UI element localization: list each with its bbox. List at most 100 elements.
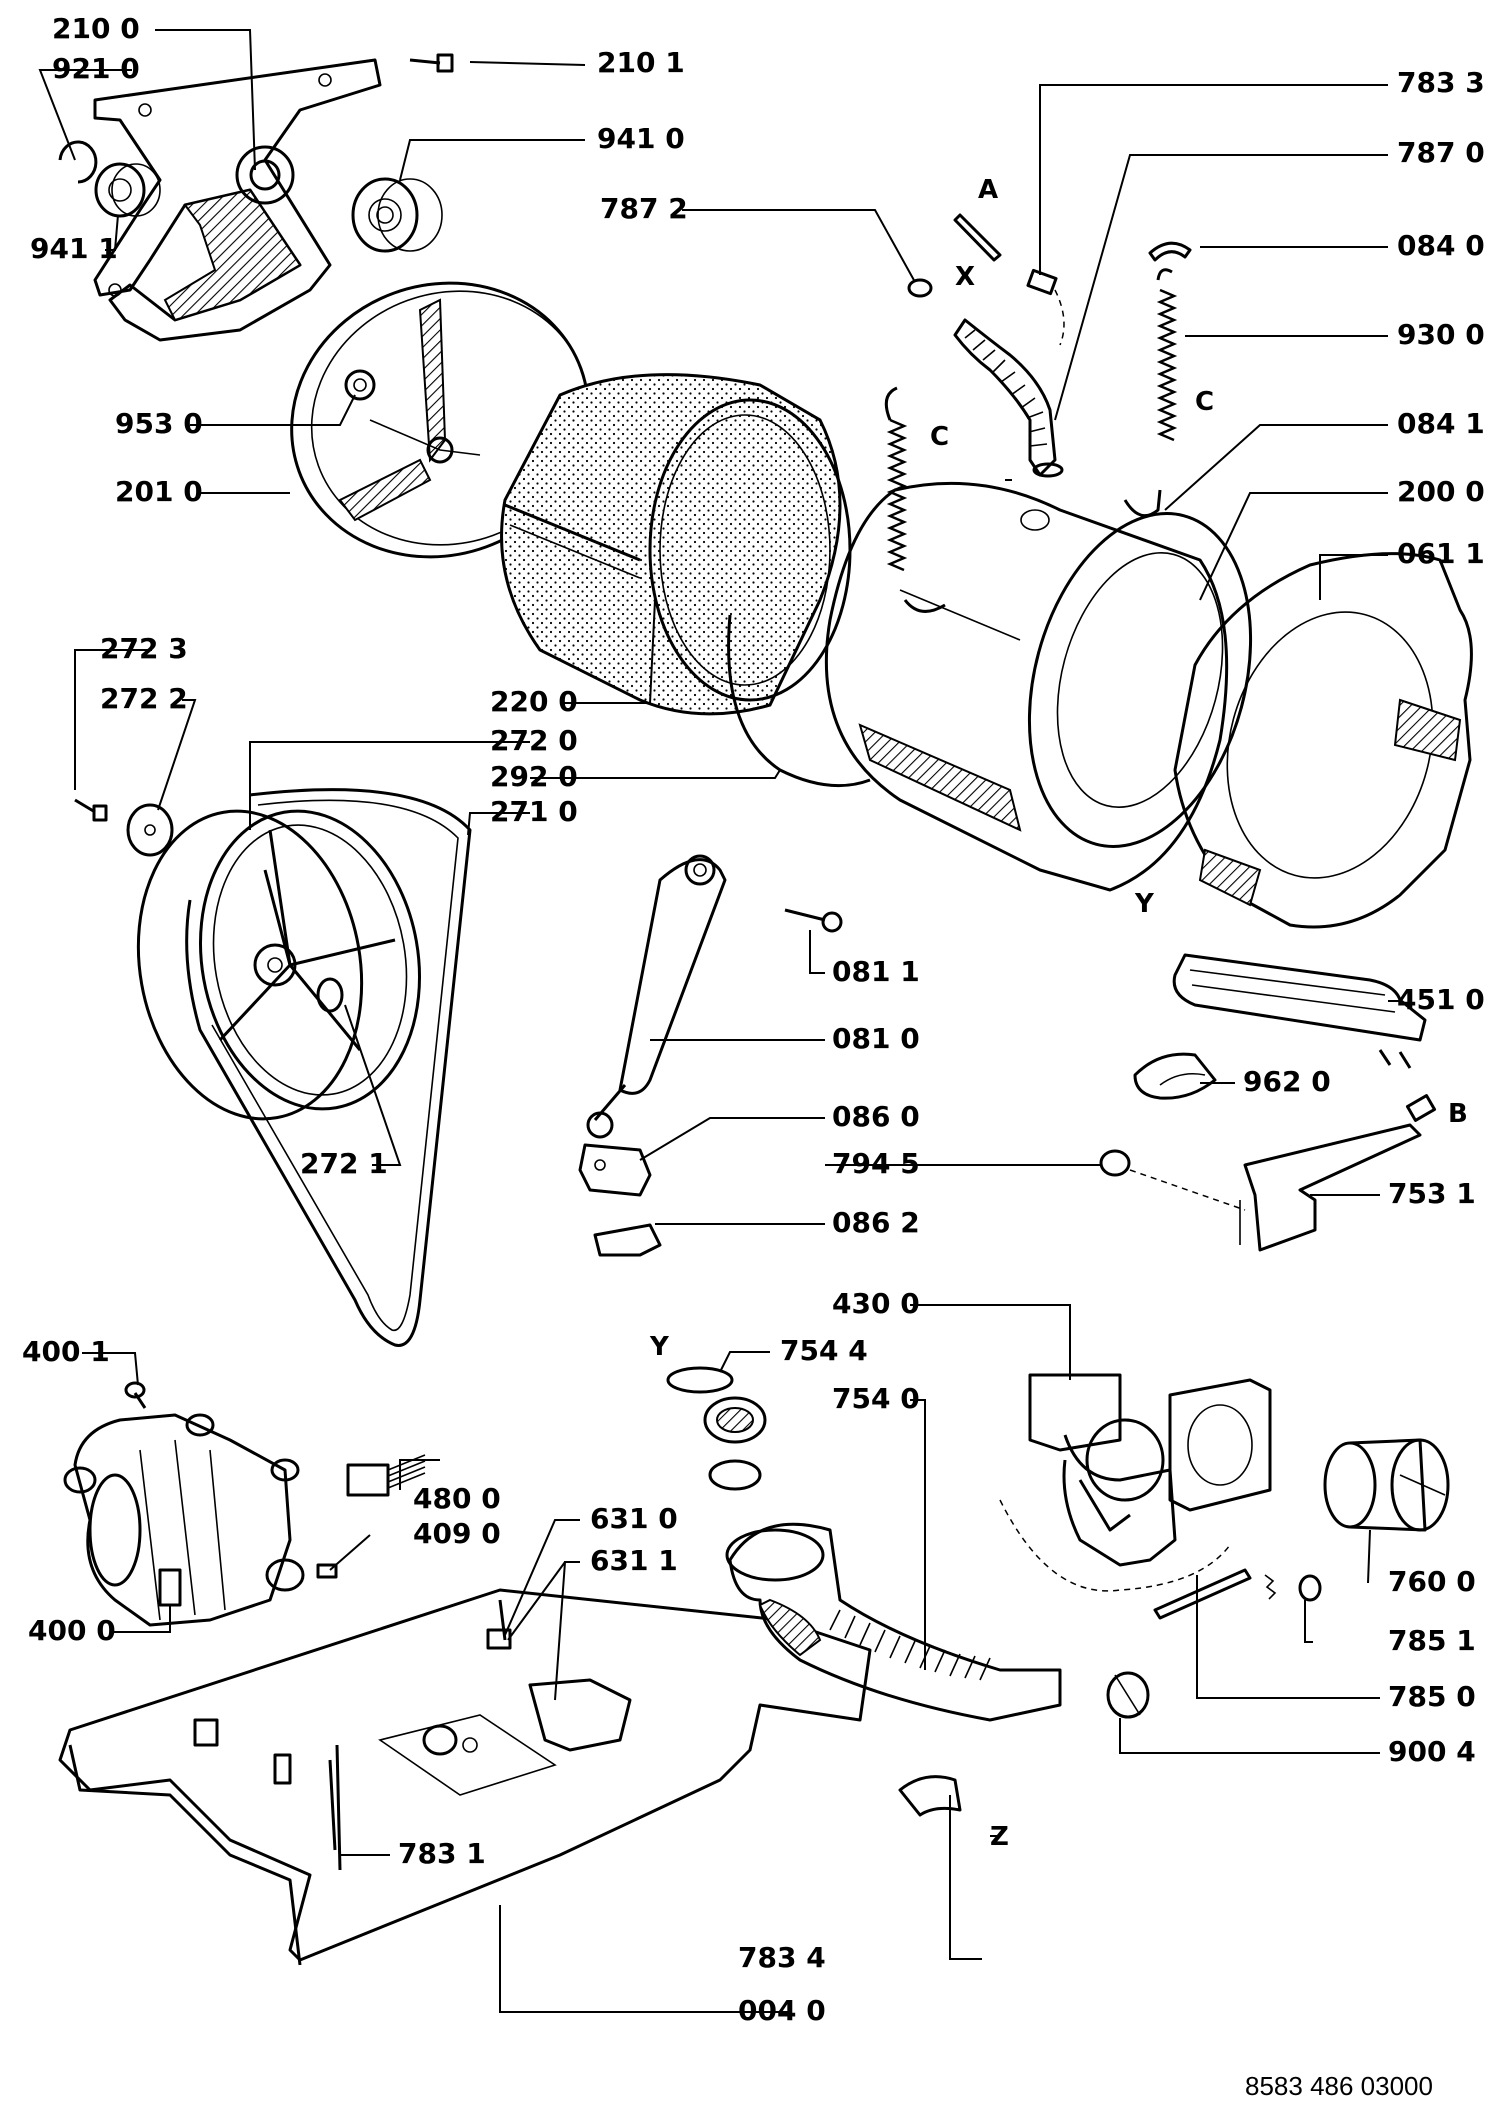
suspension-spring-left (884, 386, 946, 613)
shock-clip (578, 1143, 652, 1197)
label-004-0: 004 0 (738, 1994, 826, 2027)
bolt-top (409, 53, 454, 73)
flag-y-tub: Y (1134, 889, 1155, 919)
label-631-1: 631 1 (590, 1544, 678, 1577)
ntc-sensor (1099, 1149, 1246, 1211)
label-200-0: 200 0 (1397, 475, 1485, 508)
label-086-0: 086 0 (832, 1100, 920, 1133)
label-272-0: 272 0 (490, 724, 578, 757)
spring-clamp (1106, 1671, 1150, 1719)
pulley-washer (126, 803, 174, 857)
motor-plug (316, 1563, 338, 1579)
flag-z: Z (990, 1822, 1009, 1852)
hose-elbow (898, 1775, 962, 1817)
label-430-0: 430 0 (832, 1287, 920, 1320)
label-400-1: 400 1 (22, 1335, 110, 1368)
spring-hook (1148, 241, 1192, 262)
label-084-1: 084 1 (1397, 407, 1485, 440)
perforated-drum (500, 373, 852, 716)
sump-hose (725, 1522, 1062, 1722)
label-272-2: 272 2 (100, 682, 188, 715)
flag-x: X (955, 262, 975, 292)
label-631-0: 631 0 (590, 1502, 678, 1535)
ring-clamp (727, 614, 871, 788)
motor-connector (346, 1454, 426, 1497)
label-081-1: 081 1 (832, 955, 920, 988)
pin-a (953, 213, 1002, 262)
label-783-4: 783 4 (738, 1941, 826, 1974)
drum-spider-bracket (93, 58, 382, 342)
drum-pulley (136, 809, 422, 1121)
heater-clamp (1133, 1052, 1217, 1100)
label-783-1: 783 1 (398, 1837, 486, 1870)
label-787-2: 787 2 (600, 192, 688, 225)
flag-c-right: C (1195, 387, 1214, 417)
ground-wire (335, 1744, 342, 1871)
label-754-4: 754 4 (780, 1334, 868, 1367)
label-941-0: 941 0 (597, 122, 685, 155)
label-930-0: 930 0 (1397, 318, 1485, 351)
hose-connector (1026, 268, 1065, 346)
label-783-3: 783 3 (1397, 66, 1485, 99)
circlip (58, 140, 98, 184)
label-081-0: 081 0 (832, 1022, 920, 1055)
drive-belt (185, 788, 472, 1347)
suspension-spring-right (1123, 268, 1178, 518)
tub (824, 481, 1253, 892)
label-272-3: 272 3 (100, 632, 188, 665)
drum-rear-wall (290, 281, 590, 559)
label-787-0: 787 0 (1397, 136, 1485, 169)
shock-bolt (784, 908, 843, 933)
bellows-hose (953, 318, 1064, 478)
part-labels: 210 0 921 0 210 1 941 0 941 1 783 3 787 … (22, 12, 1485, 2101)
connector-b (1405, 1094, 1437, 1122)
label-480-0: 480 0 (413, 1482, 501, 1515)
label-061-1: 061 1 (1397, 537, 1485, 570)
label-900-4: 900 4 (1388, 1735, 1476, 1768)
label-086-2: 086 2 (832, 1206, 920, 1239)
base-plate (58, 1588, 872, 1966)
foot-clip (486, 1628, 632, 1752)
label-084-0: 084 0 (1397, 229, 1485, 262)
bellows-seal (703, 1396, 767, 1491)
label-953-0: 953 0 (115, 407, 203, 440)
flag-a: A (978, 175, 998, 205)
tube-clip (1264, 1574, 1322, 1602)
label-292-0: 292 0 (490, 760, 578, 793)
shock-absorber (586, 854, 727, 1139)
label-271-0: 271 0 (490, 795, 578, 828)
label-210-0: 210 0 (52, 12, 140, 45)
leader-lines (38, 29, 1400, 2013)
sensor-bracket (1239, 1123, 1422, 1252)
small-bearing (94, 162, 161, 218)
pulley-bolt (74, 798, 108, 822)
label-409-0: 409 0 (413, 1517, 501, 1550)
shock-clip-base (593, 1223, 662, 1257)
label-220-0: 220 0 (490, 685, 578, 718)
hose-clip (907, 278, 933, 298)
label-921-0: 921 0 (52, 52, 140, 85)
label-201-0: 201 0 (115, 475, 203, 508)
flag-b: B (1448, 1099, 1468, 1129)
document-number: 8583 486 03000 (1245, 2071, 1433, 2101)
label-754-0: 754 0 (832, 1382, 920, 1415)
label-794-5: 794 5 (832, 1147, 920, 1180)
label-753-1: 753 1 (1388, 1177, 1476, 1210)
label-451-0: 451 0 (1397, 983, 1485, 1016)
label-962-0: 962 0 (1243, 1065, 1331, 1098)
label-210-1: 210 1 (597, 46, 685, 79)
label-272-1: 272 1 (300, 1147, 388, 1180)
heating-element (1172, 953, 1427, 1069)
label-785-0: 785 0 (1388, 1680, 1476, 1713)
motor-screw (124, 1381, 147, 1409)
label-400-0: 400 0 (28, 1614, 116, 1647)
drain-pump (999, 1373, 1272, 1592)
hose-clamp-ring (666, 1366, 734, 1394)
pump-tube (1153, 1568, 1252, 1620)
label-760-0: 760 0 (1388, 1565, 1476, 1598)
flag-y-hose: Y (649, 1332, 670, 1362)
label-785-1: 785 1 (1388, 1624, 1476, 1657)
label-941-1: 941 1 (30, 232, 118, 265)
flag-c-left: C (930, 422, 949, 452)
